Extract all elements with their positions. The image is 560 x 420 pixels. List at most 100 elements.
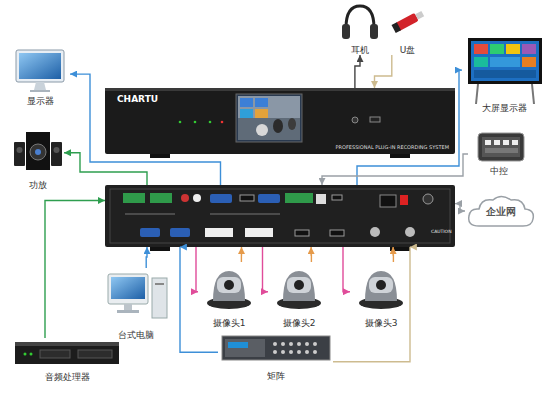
front-panel-art-part [209,121,212,124]
rear-panel-art-part [258,194,280,203]
matrix-switcher-icon-part [313,350,317,354]
rear-panel-art-part [295,230,309,236]
speaker-icon-part [26,132,50,170]
camera-icon [207,271,251,309]
audio-processor-icon-part [15,342,119,364]
connector [333,247,410,362]
audio-processor: 音频处理器 [12,338,122,382]
headphone-icon [342,6,378,39]
control-panel-icon-part [485,148,518,153]
camera-icon-part [217,277,241,293]
speaker-icon-part [51,142,62,166]
control-panel-icon-part [478,133,524,161]
large-display-icon [468,38,542,104]
connector [45,201,105,339]
large-display-icon-part [476,84,478,104]
usb-stick-icon [392,10,425,33]
connector [64,153,147,185]
rear-panel-art-part [370,227,380,237]
matrix-switcher-icon-part [222,336,330,360]
large-display-icon-part [474,44,488,54]
control-panel-icon-part [494,140,500,145]
connector [375,55,392,88]
desktop-pc-icon-part [152,278,167,318]
desktop-pc-icon-part [108,274,148,304]
speaker-icon-part [30,144,46,160]
monitor-icon-part [16,50,64,82]
front-panel-art-part [236,94,302,142]
speaker-icon-part [17,147,23,153]
node-label: 大屏显示器 [447,103,560,113]
camera-icon-part [365,271,397,301]
matrix-switcher-icon-part [281,342,285,346]
front-panel-art-part [238,118,300,140]
monitor-icon-part [19,53,61,79]
control-panel-icon-part [512,140,518,145]
front-panel-art [105,88,455,158]
rear-panel-art-part [316,194,326,204]
network-cloud: 企业网 [465,192,537,230]
usb-drive: U盘 [385,5,430,55]
connector [355,55,360,88]
front-panel-art-part [194,121,197,124]
speaker-icon-part [14,142,25,166]
node-label: 摄像头2 [253,318,345,328]
connector [241,247,243,262]
matrix-switcher-icon-part [297,342,301,346]
node-label: CAUTION [431,229,452,234]
rear-panel-art-part [193,194,201,202]
rear-panel-art-part [210,194,232,203]
front-panel-art-part [179,121,182,124]
desktop-pc-icon [108,274,167,318]
camera-icon-part [369,277,393,293]
rear-panel-art-part [210,214,280,215]
front-panel-art-part [240,98,253,107]
desktop-pc: 台式电脑 [102,268,170,340]
control-panel-icon-part [482,137,520,157]
camera: 摄像头3 [350,262,412,328]
large-display-icon-part [490,57,520,67]
node-label: CHARTU [117,94,158,104]
front-panel-art-part [221,121,224,124]
front-panel: CHARTUPROFESSIONAL PLUG-IN RECORDING SYS… [105,88,455,154]
matrix-switcher-icon-part [305,350,309,354]
rear-panel-art-part [170,228,190,237]
monitor-icon-part [30,90,50,92]
rear-panel-art-part [150,247,170,251]
node-label: 摄像头3 [335,318,427,328]
audio-processor-icon-part [24,353,27,356]
connector [145,247,147,268]
headphone-icon-part [370,24,378,39]
camera-icon-part [376,280,386,290]
camera: 摄像头1 [198,262,260,328]
front-panel-art-part [390,154,410,158]
node-label: 音频处理器 [0,372,137,382]
matrix-switcher-icon-part [313,342,317,346]
rear-panel-art-part [330,230,344,236]
large-display-icon-part [468,38,542,84]
control-panel-icon-part [503,140,509,145]
speaker-icon [14,132,62,170]
camera-icon-part [213,271,245,301]
audio-processor-icon-part [15,342,119,346]
amplifier: 功放 [12,128,64,190]
matrix-switcher-icon-part [297,350,301,354]
desktop-pc-icon-part [155,283,164,285]
node-label: 功放 [0,180,79,190]
speaker-icon-part [54,147,60,153]
connector [322,154,468,185]
camera-icon [359,271,403,309]
node-label: 矩阵 [203,371,348,381]
camera-icon-part [283,271,315,301]
front-panel-art-part [273,119,283,133]
large-display-icon-part [522,57,536,67]
front-panel-art-part [255,98,268,107]
camera-icon-part [287,277,311,293]
matrix-switcher-icon-part [225,339,265,357]
node-label: 企业网 [465,206,537,218]
rear-panel-art-part [105,185,455,247]
node-label: 显示器 [0,96,85,106]
matrix-switcher-icon-part [289,350,293,354]
matrix-switcher-icon-part [305,342,309,346]
